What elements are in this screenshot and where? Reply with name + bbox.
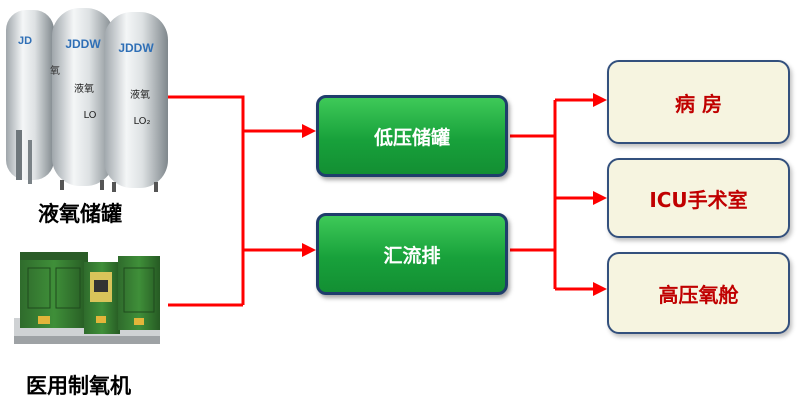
hyperbaric-chamber-node: 高压氧舱 (607, 252, 790, 334)
flow-arrows (168, 95, 598, 307)
liquid-oxygen-tank-image: JDDW JDDW JD 液氧 LO 液氧 LO₂ 氧 (6, 8, 168, 192)
icu-node: ICU手术室 (607, 158, 790, 238)
svg-text:JD: JD (18, 35, 32, 47)
oxygen-generator-image (14, 252, 160, 344)
arrowhead-low-pressure-tank (302, 124, 316, 138)
svg-text:氧: 氧 (50, 64, 60, 77)
low-pressure-tank-node: 低压储罐 (316, 95, 508, 177)
liquid-oxygen-tank-label: 液氧储罐 (38, 202, 122, 226)
svg-text:LO: LO (83, 110, 96, 121)
oxygen-generator-label: 医用制氧机 (26, 374, 131, 398)
manifold-node: 汇流排 (316, 213, 508, 295)
svg-text:LO₂: LO₂ (133, 116, 150, 127)
svg-text:液氧: 液氧 (74, 82, 94, 95)
arrowhead-ward (593, 93, 607, 107)
arrowhead-icu (593, 191, 607, 205)
arrow-tank-trunk (168, 95, 245, 305)
arrow-heads (302, 93, 607, 296)
arrowhead-manifold (302, 243, 316, 257)
svg-text:液氧: 液氧 (130, 88, 150, 101)
ward-node: 病 房 (607, 60, 790, 144)
svg-text:JDDW: JDDW (65, 37, 101, 51)
svg-text:JDDW: JDDW (118, 41, 154, 55)
arrowhead-hyperbaric (593, 282, 607, 296)
